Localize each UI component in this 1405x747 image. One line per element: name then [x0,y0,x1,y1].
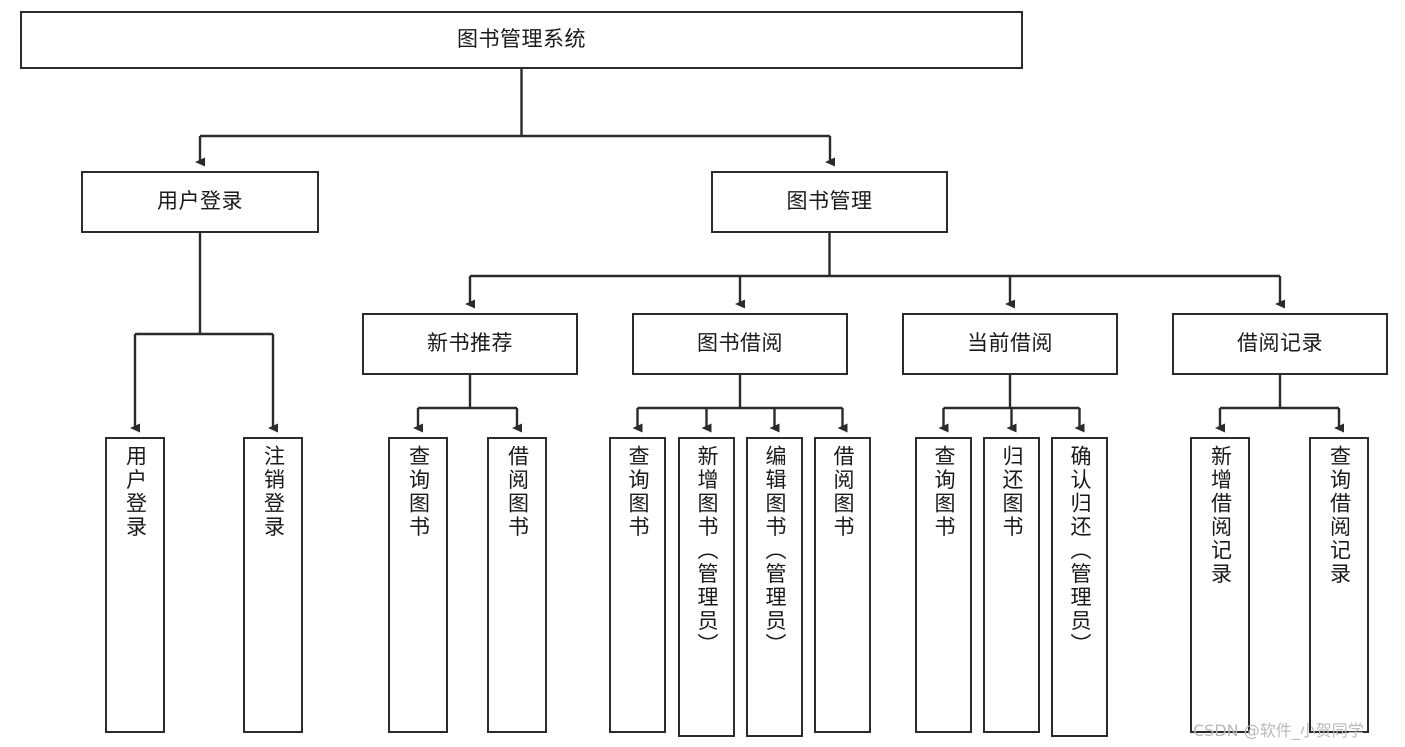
node-leaf-add-borrow-record[interactable]: 新增借阅记录 [1190,437,1250,733]
node-borrow-record[interactable]: 借阅记录 [1172,313,1388,375]
node-leaf-confirm-return-admin[interactable]: 确认归还（管理员） [1051,437,1108,737]
node-root-label: 图书管理系统 [457,27,586,52]
node-leaf-query-book-borrow-label: 查询图书 [626,445,650,539]
node-leaf-query-book-current-label: 查询图书 [932,445,956,539]
node-leaf-return-book-label: 归还图书 [1000,445,1024,539]
node-borrow-record-label: 借阅记录 [1237,331,1323,356]
node-book-manage[interactable]: 图书管理 [711,171,948,233]
node-leaf-logout[interactable]: 注销登录 [243,437,303,733]
node-leaf-add-borrow-record-label: 新增借阅记录 [1208,445,1233,586]
node-leaf-edit-book-admin[interactable]: 编辑图书（管理员） [746,437,803,737]
node-book-borrow-label: 图书借阅 [697,331,783,356]
node-leaf-borrow-book-label: 借阅图书 [831,445,855,539]
node-new-book-rec-label: 新书推荐 [427,331,513,356]
csdn-watermark: CSDN @软件_小贺同学 [1193,721,1364,740]
node-leaf-user-login-label: 用户登录 [123,445,148,539]
node-leaf-query-borrow-record-label: 查询借阅记录 [1327,445,1352,586]
node-leaf-query-book-rec-label: 查询图书 [406,445,431,539]
node-new-book-rec[interactable]: 新书推荐 [362,313,578,375]
node-leaf-logout-label: 注销登录 [261,445,286,539]
node-leaf-add-book-admin[interactable]: 新增图书（管理员） [678,437,735,737]
node-user-login[interactable]: 用户登录 [81,171,319,233]
node-root[interactable]: 图书管理系统 [20,11,1023,69]
node-leaf-borrow-book[interactable]: 借阅图书 [814,437,871,733]
node-book-manage-label: 图书管理 [786,189,873,214]
node-leaf-add-book-admin-label: 新增图书（管理员） [695,445,719,657]
node-leaf-query-borrow-record[interactable]: 查询借阅记录 [1309,437,1369,733]
node-leaf-borrow-book-rec-label: 借阅图书 [505,445,530,539]
node-leaf-edit-book-admin-label: 编辑图书（管理员） [763,445,787,657]
node-leaf-query-book-current[interactable]: 查询图书 [915,437,972,733]
node-current-borrow[interactable]: 当前借阅 [902,313,1118,375]
node-leaf-confirm-return-admin-label: 确认归还（管理员） [1068,445,1092,657]
node-book-borrow[interactable]: 图书借阅 [632,313,848,375]
node-leaf-query-book-borrow[interactable]: 查询图书 [609,437,666,733]
node-leaf-return-book[interactable]: 归还图书 [983,437,1040,733]
node-user-login-label: 用户登录 [157,189,243,214]
node-current-borrow-label: 当前借阅 [967,331,1053,356]
node-leaf-query-book-rec[interactable]: 查询图书 [388,437,448,733]
node-leaf-user-login[interactable]: 用户登录 [105,437,165,733]
node-leaf-borrow-book-rec[interactable]: 借阅图书 [487,437,547,733]
